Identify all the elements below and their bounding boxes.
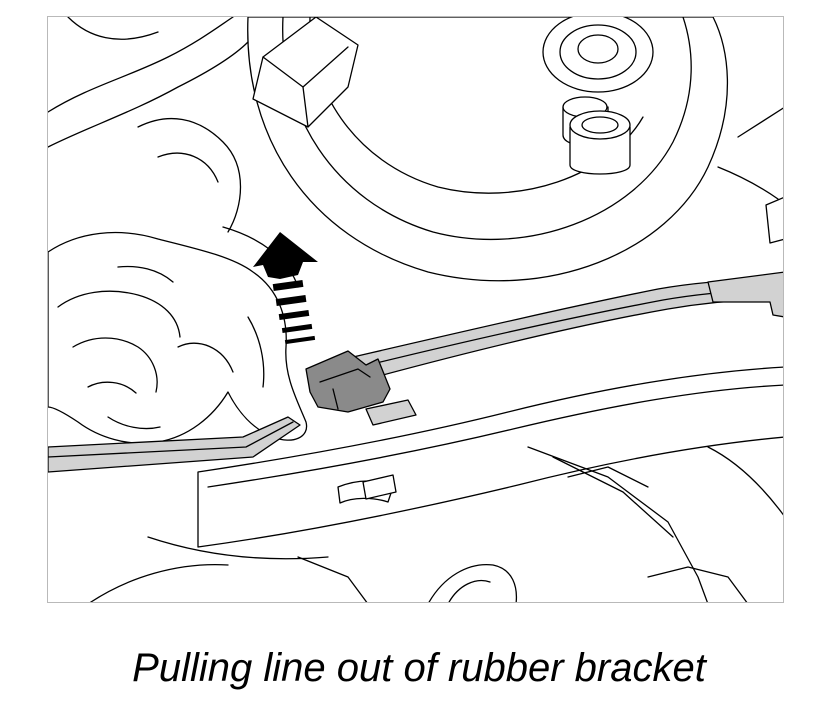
mount-block (252, 17, 359, 128)
lower-details (89, 446, 783, 602)
illustration-frame (47, 16, 784, 603)
hand (48, 231, 308, 444)
right-line-section (352, 271, 783, 380)
right-edge-fitting (717, 107, 783, 244)
figure-caption: Pulling line out of rubber bracket (132, 646, 706, 690)
pull-up-arrow (253, 232, 318, 345)
rubber-bracket (305, 350, 417, 426)
left-line-section (48, 416, 301, 473)
line-removal-illustration (48, 17, 783, 602)
crossmember (197, 366, 783, 548)
housing-stud (562, 96, 631, 175)
round-housing (247, 17, 729, 282)
